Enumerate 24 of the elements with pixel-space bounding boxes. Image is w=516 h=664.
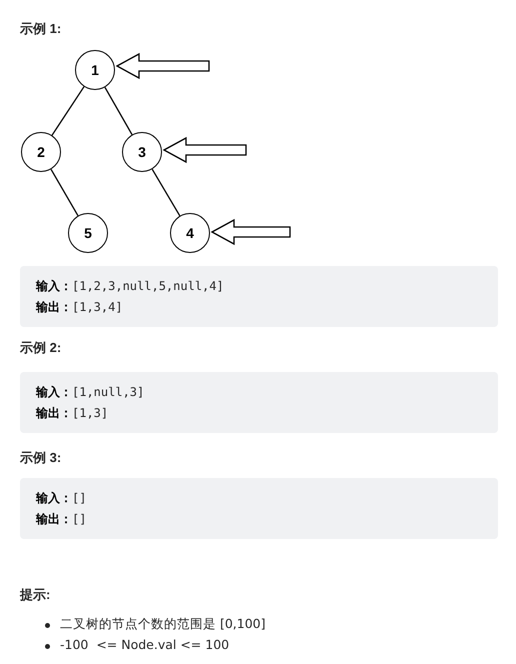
tree-node-circle: 3 (122, 132, 162, 172)
code-line: 输入：[1,2,3,null,5,null,4] (36, 278, 224, 295)
tree-node-circle: 1 (75, 50, 115, 90)
tree-edge (51, 86, 85, 136)
block-arrow (116, 52, 210, 80)
tree-node-circle: 4 (170, 213, 210, 253)
code-line: 输入：[1,null,3] (36, 384, 144, 401)
hint-text: -100 <= Node.val <= 100 (60, 637, 230, 652)
section-heading: 示例 1: (20, 20, 62, 38)
block-arrow (210, 218, 291, 246)
section-heading: 示例 2: (20, 339, 62, 357)
code-line: 输入：[] (36, 490, 86, 507)
tree-node-circle: 5 (68, 213, 108, 253)
tree-edge (152, 168, 180, 216)
section-heading: 示例 3: (20, 449, 62, 467)
tree-node-circle: 2 (21, 132, 61, 172)
section-heading: 提示: (20, 586, 50, 604)
code-line: 输出：[] (36, 511, 86, 528)
code-line: 输出：[1,3] (36, 405, 108, 422)
tree-edge (50, 168, 79, 216)
code-line: 输出：[1,3,4] (36, 299, 123, 316)
tree-edge (104, 87, 133, 135)
hint-text: 二叉树的节点个数的范围是 [0,100] (60, 616, 266, 633)
block-arrow (162, 136, 247, 164)
